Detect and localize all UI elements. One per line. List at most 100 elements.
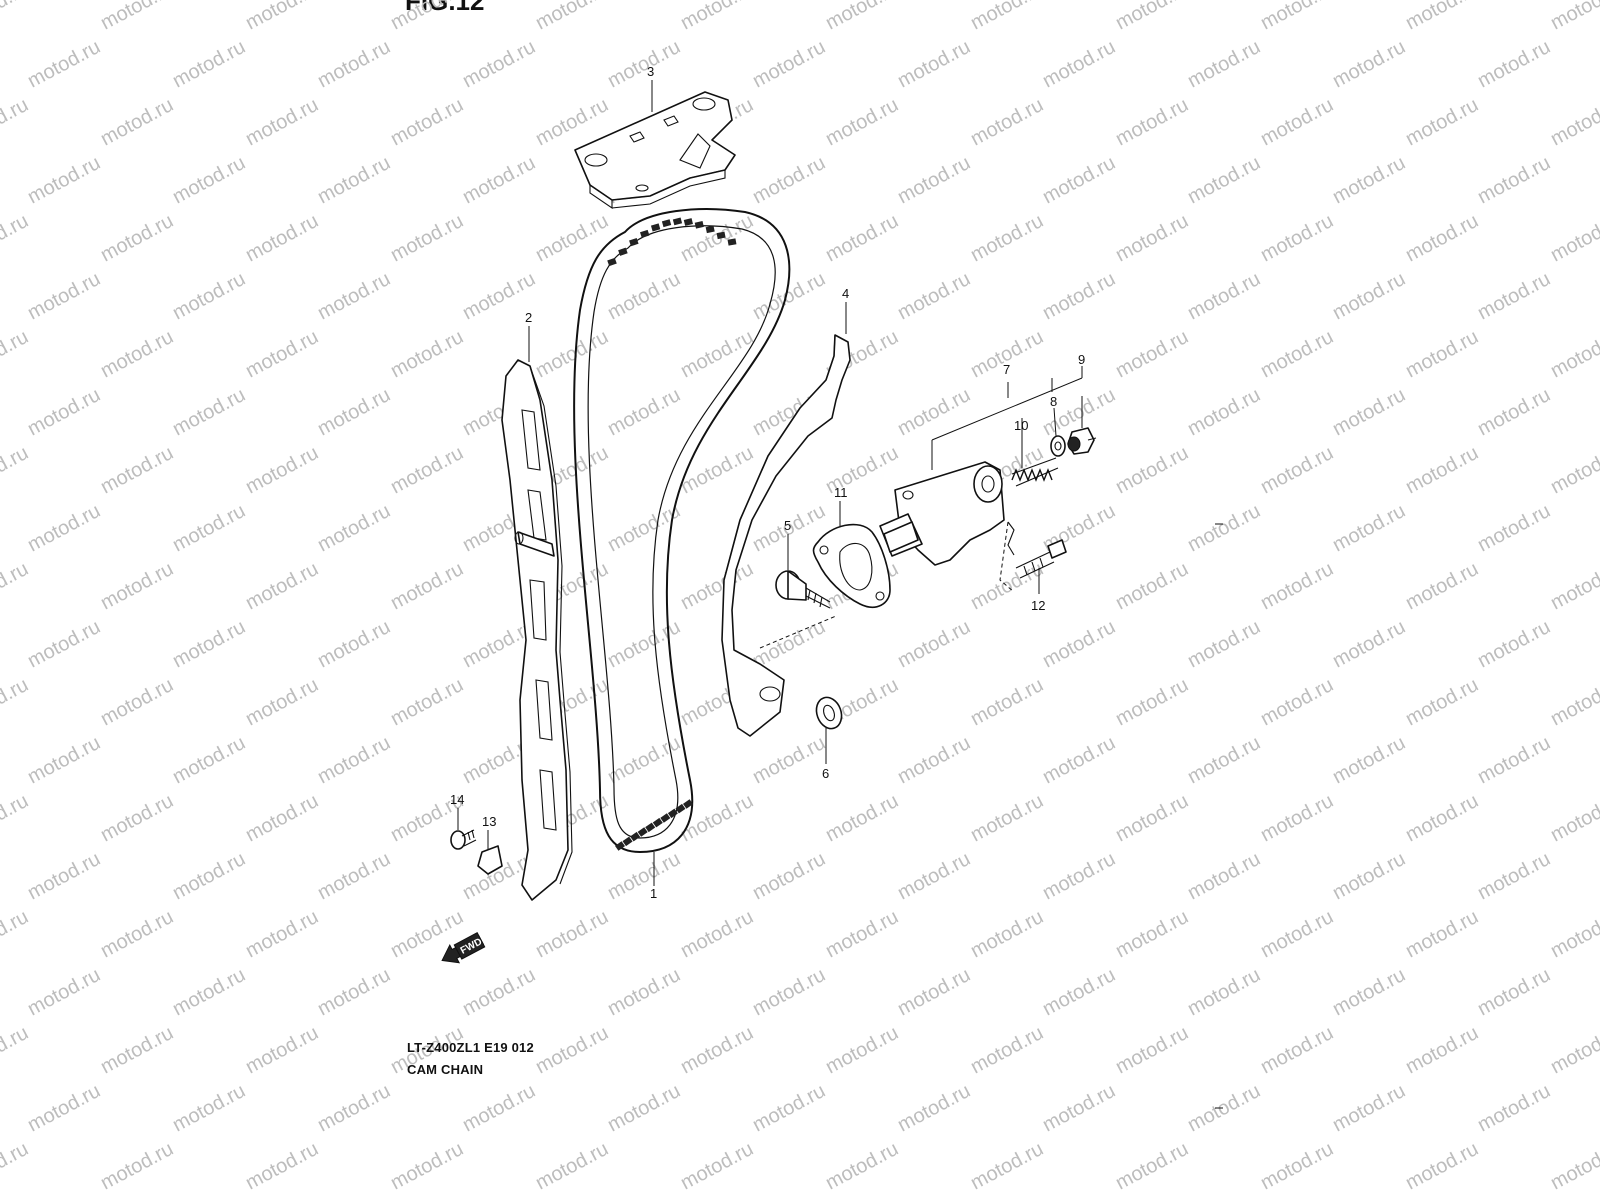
watermark-text: motod.ru xyxy=(387,326,467,382)
cam-chain[interactable] xyxy=(573,208,791,854)
chain-link xyxy=(650,223,661,232)
watermark-text: motod.ru xyxy=(0,790,32,846)
tensioner-cap-bolt[interactable] xyxy=(1067,427,1097,455)
watermark-text: motod.ru xyxy=(24,268,104,324)
callout-14[interactable]: 14 xyxy=(450,792,464,807)
watermark-text: motod.ru xyxy=(314,1080,394,1136)
guide-retainer-plate[interactable] xyxy=(477,845,503,875)
watermark-text: motod.ru xyxy=(1112,210,1192,266)
watermark-text: motod.ru xyxy=(24,384,104,440)
watermark-text: motod.ru xyxy=(459,1196,539,1200)
watermark-text: motod.ru xyxy=(894,732,974,788)
chain-guide-front[interactable] xyxy=(501,359,573,901)
watermark-text: motod.ru xyxy=(1547,790,1600,846)
callout-3[interactable]: 3 xyxy=(647,64,654,79)
callout-13[interactable]: 13 xyxy=(482,814,496,829)
chain-link xyxy=(640,229,650,238)
watermark-text: motod.ru xyxy=(242,906,322,962)
watermark-text: motod.ru xyxy=(242,210,322,266)
watermark-text: motod.ru xyxy=(967,1138,1047,1194)
watermark-text: motod.ru xyxy=(1039,36,1119,92)
watermark-text: motod.ru xyxy=(459,964,539,1020)
chain-tensioner-guide[interactable] xyxy=(721,334,851,737)
watermark-text: motod.ru xyxy=(1547,1138,1600,1194)
watermark-text: motod.ru xyxy=(97,1022,177,1078)
watermark-text: motod.ru xyxy=(387,1138,467,1194)
callout-6[interactable]: 6 xyxy=(822,766,829,781)
washer[interactable] xyxy=(812,694,845,732)
callout-10[interactable]: 10 xyxy=(1014,418,1028,433)
watermark-text: motod.ru xyxy=(1112,558,1192,614)
callout-9[interactable]: 9 xyxy=(1078,352,1085,367)
watermark-text: motod.ru xyxy=(1547,442,1600,498)
callout-8[interactable]: 8 xyxy=(1050,394,1057,409)
watermark-text: motod.ru xyxy=(1257,790,1337,846)
chain-link xyxy=(667,808,678,819)
watermark-text: motod.ru xyxy=(677,210,757,266)
tensioner-bolt[interactable] xyxy=(1015,539,1067,579)
watermark-text: motod.ru xyxy=(169,384,249,440)
watermark-text: motod.ru xyxy=(1402,94,1482,150)
watermark-text: motod.ru xyxy=(0,558,32,614)
watermark-text: motod.ru xyxy=(1402,674,1482,730)
watermark-text: motod.ru xyxy=(1112,94,1192,150)
watermark-text: motod.ru xyxy=(387,558,467,614)
watermark-text: motod.ru xyxy=(1474,384,1554,440)
watermark-text: motod.ru xyxy=(242,0,322,34)
watermark-text: motod.ru xyxy=(1474,732,1554,788)
watermark-text: motod.ru xyxy=(532,210,612,266)
watermark-text: motod.ru xyxy=(314,1196,394,1200)
watermark-text: motod.ru xyxy=(1112,1138,1192,1194)
watermark-text: motod.ru xyxy=(967,94,1047,150)
watermark-text: motod.ru xyxy=(1039,268,1119,324)
watermark-text: motod.ru xyxy=(24,500,104,556)
watermark-text: motod.ru xyxy=(1184,732,1264,788)
callout-5[interactable]: 5 xyxy=(784,518,791,533)
retainer-screw[interactable] xyxy=(450,829,477,850)
section-name: CAM CHAIN xyxy=(407,1062,484,1077)
callout-12[interactable]: 12 xyxy=(1031,598,1045,613)
watermark-text: motod.ru xyxy=(604,1080,684,1136)
watermark-text: motod.ru xyxy=(1184,964,1264,1020)
watermark-text: motod.ru xyxy=(1184,1196,1264,1200)
watermark-text: motod.ru xyxy=(1112,906,1192,962)
chain-links-bottom xyxy=(615,799,693,851)
callout-7[interactable]: 7 xyxy=(1003,362,1010,377)
watermark-text: motod.ru xyxy=(894,268,974,324)
tensioner-spring[interactable] xyxy=(1011,457,1059,487)
watermark-text: motod.ru xyxy=(459,36,539,92)
tensioner-gasket[interactable] xyxy=(812,523,891,608)
watermark-text: motod.ru xyxy=(314,500,394,556)
watermark-text: motod.ru xyxy=(1329,732,1409,788)
watermark-text: motod.ru xyxy=(677,1022,757,1078)
watermark-text: motod.ru xyxy=(169,848,249,904)
watermark-text: motod.ru xyxy=(1329,152,1409,208)
watermark-text: motod.ru xyxy=(97,906,177,962)
callout-4[interactable]: 4 xyxy=(842,286,849,301)
watermark-text: motod.ru xyxy=(1257,326,1337,382)
watermark-text: motod.ru xyxy=(967,210,1047,266)
chain-link xyxy=(618,247,628,256)
watermark-text: motod.ru xyxy=(967,906,1047,962)
watermark-text: motod.ru xyxy=(1257,94,1337,150)
watermark-text: motod.ru xyxy=(0,0,32,34)
watermark-text: motod.ru xyxy=(822,1138,902,1194)
watermark-text: motod.ru xyxy=(1039,1080,1119,1136)
watermark-text: motod.ru xyxy=(1184,152,1264,208)
chain-link xyxy=(615,841,625,851)
watermark-text: motod.ru xyxy=(1329,1196,1409,1200)
chain-tensioner-assembly[interactable] xyxy=(879,461,1015,566)
callout-2[interactable]: 2 xyxy=(525,310,532,325)
callout-11[interactable]: 11 xyxy=(834,485,848,500)
callout-1[interactable]: 1 xyxy=(650,886,657,901)
watermark-text: motod.ru xyxy=(749,1080,829,1136)
watermark-text: motod.ru xyxy=(97,790,177,846)
watermark-text: motod.ru xyxy=(242,326,322,382)
sealing-washer[interactable] xyxy=(1050,435,1066,457)
watermark-text: motod.ru xyxy=(169,1080,249,1136)
watermark-text: motod.ru xyxy=(242,94,322,150)
watermark-text: motod.ru xyxy=(314,268,394,324)
watermark-text: motod.ru xyxy=(97,1138,177,1194)
guide-bolt[interactable] xyxy=(775,570,831,609)
chain-guide-top-plate[interactable] xyxy=(574,91,736,210)
